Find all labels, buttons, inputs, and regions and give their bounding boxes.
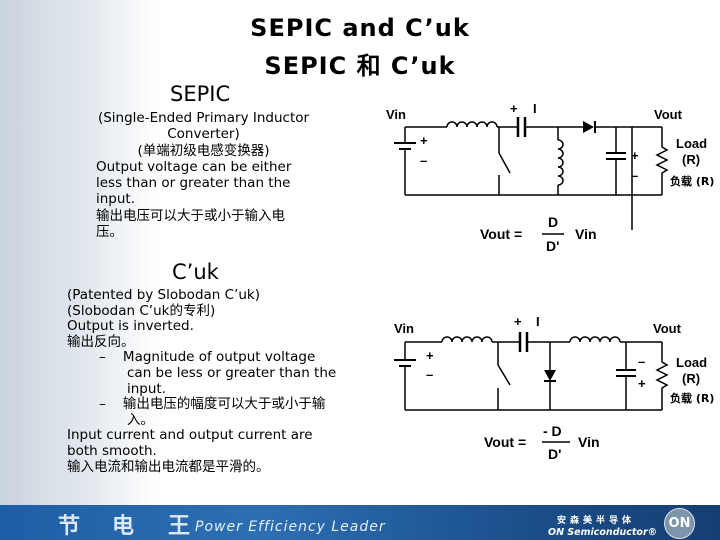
vin-minus: – [426, 367, 433, 382]
load-r-label: (R) [682, 371, 700, 386]
load-label: Load [676, 136, 707, 151]
dash: – [99, 349, 106, 366]
load-label-chinese: 负载 (R) [670, 391, 714, 405]
sepic-desc-chinese: (单端初级电感变换器) [137, 142, 270, 159]
diode-icon [544, 370, 556, 381]
sepic-heading: SEPIC [170, 82, 231, 106]
equation-lhs: Vout = [484, 434, 526, 450]
cuk-magnitude-item-chinese: – 输出电压的幅度可以大于或小于输入。 [67, 396, 337, 428]
inductor-icon [557, 139, 564, 186]
vout-label: Vout [653, 321, 682, 336]
cuk-magnitude-item: – Magnitude of output voltage can be les… [67, 350, 337, 397]
footer-glyph-2: 电 [112, 514, 135, 539]
footer-glyph-1: 节 [58, 514, 81, 539]
switch-icon [497, 364, 511, 386]
cap-plus: + [514, 314, 522, 329]
diode-icon [583, 121, 594, 133]
footer-glyph-3: 王 [168, 514, 191, 539]
vout-plus: + [631, 148, 639, 163]
wire [596, 126, 633, 230]
on-logo-icon: ON [664, 508, 695, 539]
equation-denominator: D' [546, 238, 559, 254]
company-name: ON Semiconductor® [548, 527, 658, 538]
sepic-circuit-diagram: Vin Vout + – + I + – Load (R) 负载 (R) Vou… [386, 101, 714, 254]
switch-icon [498, 152, 511, 174]
slide-title: SEPIC and C’uk [250, 14, 470, 42]
cap-mark: I [533, 101, 537, 116]
cuk-magnitude-text: Magnitude of output voltage can be less … [122, 349, 337, 397]
equation-rhs: Vin [575, 226, 597, 242]
inductor-icon [569, 336, 621, 343]
company-name-chinese: 安森美半导体 [557, 516, 636, 526]
inductor-icon [441, 336, 493, 343]
vout-label: Vout [654, 107, 683, 122]
cuk-smooth-text: Input current and output current are bot… [67, 427, 313, 459]
cuk-patent-text: (Patented by Slobodan C’uk) [67, 287, 260, 303]
cap-plus: + [510, 101, 518, 116]
cuk-heading: C’uk [172, 260, 219, 284]
cuk-patent-text-chinese: (Slobodan C’uk的专利) [67, 302, 216, 319]
load-label-chinese: 负载 (R) [670, 174, 714, 188]
slide-title-chinese: SEPIC 和 C’uk [264, 52, 456, 80]
dash: – [99, 396, 106, 413]
cuk-smooth-text-chinese: 输入电流和输出电流都是平滑的。 [67, 458, 270, 475]
inductor-icon [446, 121, 498, 128]
equation-lhs: Vout = [480, 226, 522, 242]
sepic-output-text: Output voltage can be either less than o… [96, 158, 292, 208]
cuk-description: (Patented by Slobodan C’uk) (Slobodan C’… [67, 287, 337, 475]
resistor-icon [655, 127, 669, 195]
equation-denominator: D' [548, 446, 561, 462]
footer-tagline: Power Efficiency Leader [195, 519, 386, 535]
vin-label: Vin [394, 321, 414, 336]
equation-rhs: Vin [578, 434, 600, 450]
vin-label: Vin [386, 107, 406, 122]
vout-minus: – [631, 168, 638, 183]
cuk-circuit-diagram: Vin Vout + – + I – + Load (R) 负载 (R) Vou… [394, 314, 714, 462]
cap-mark: I [536, 314, 540, 329]
sepic-output-text-chinese: 输出电压可以大于或小于输入电压。 [96, 207, 285, 241]
vout-plus: + [638, 376, 646, 391]
cuk-inverted-text: Output is inverted. [67, 318, 194, 335]
equation-numerator: D [548, 214, 558, 230]
resistor-icon [655, 342, 669, 410]
cuk-inverted-text-chinese: 输出反向。 [67, 333, 135, 350]
cuk-magnitude-text-chinese: 输出电压的幅度可以大于或小于输入。 [122, 396, 326, 428]
sepic-description: (Single-Ended Primary Inductor Converter… [96, 110, 311, 240]
load-label: Load [676, 355, 707, 370]
equation-numerator: - D [543, 423, 562, 439]
footer-banner: 节 电 王 Power Efficiency Leader 安森美半导体 ON … [0, 505, 720, 540]
load-r-label: (R) [682, 152, 700, 167]
vin-plus: + [426, 348, 434, 363]
vin-minus: – [420, 153, 427, 168]
vin-plus: + [420, 133, 428, 148]
sepic-desc-line1: (Single-Ended Primary Inductor [97, 110, 310, 126]
sepic-desc-line2: Converter) [167, 126, 240, 143]
vout-minus: – [638, 354, 645, 369]
